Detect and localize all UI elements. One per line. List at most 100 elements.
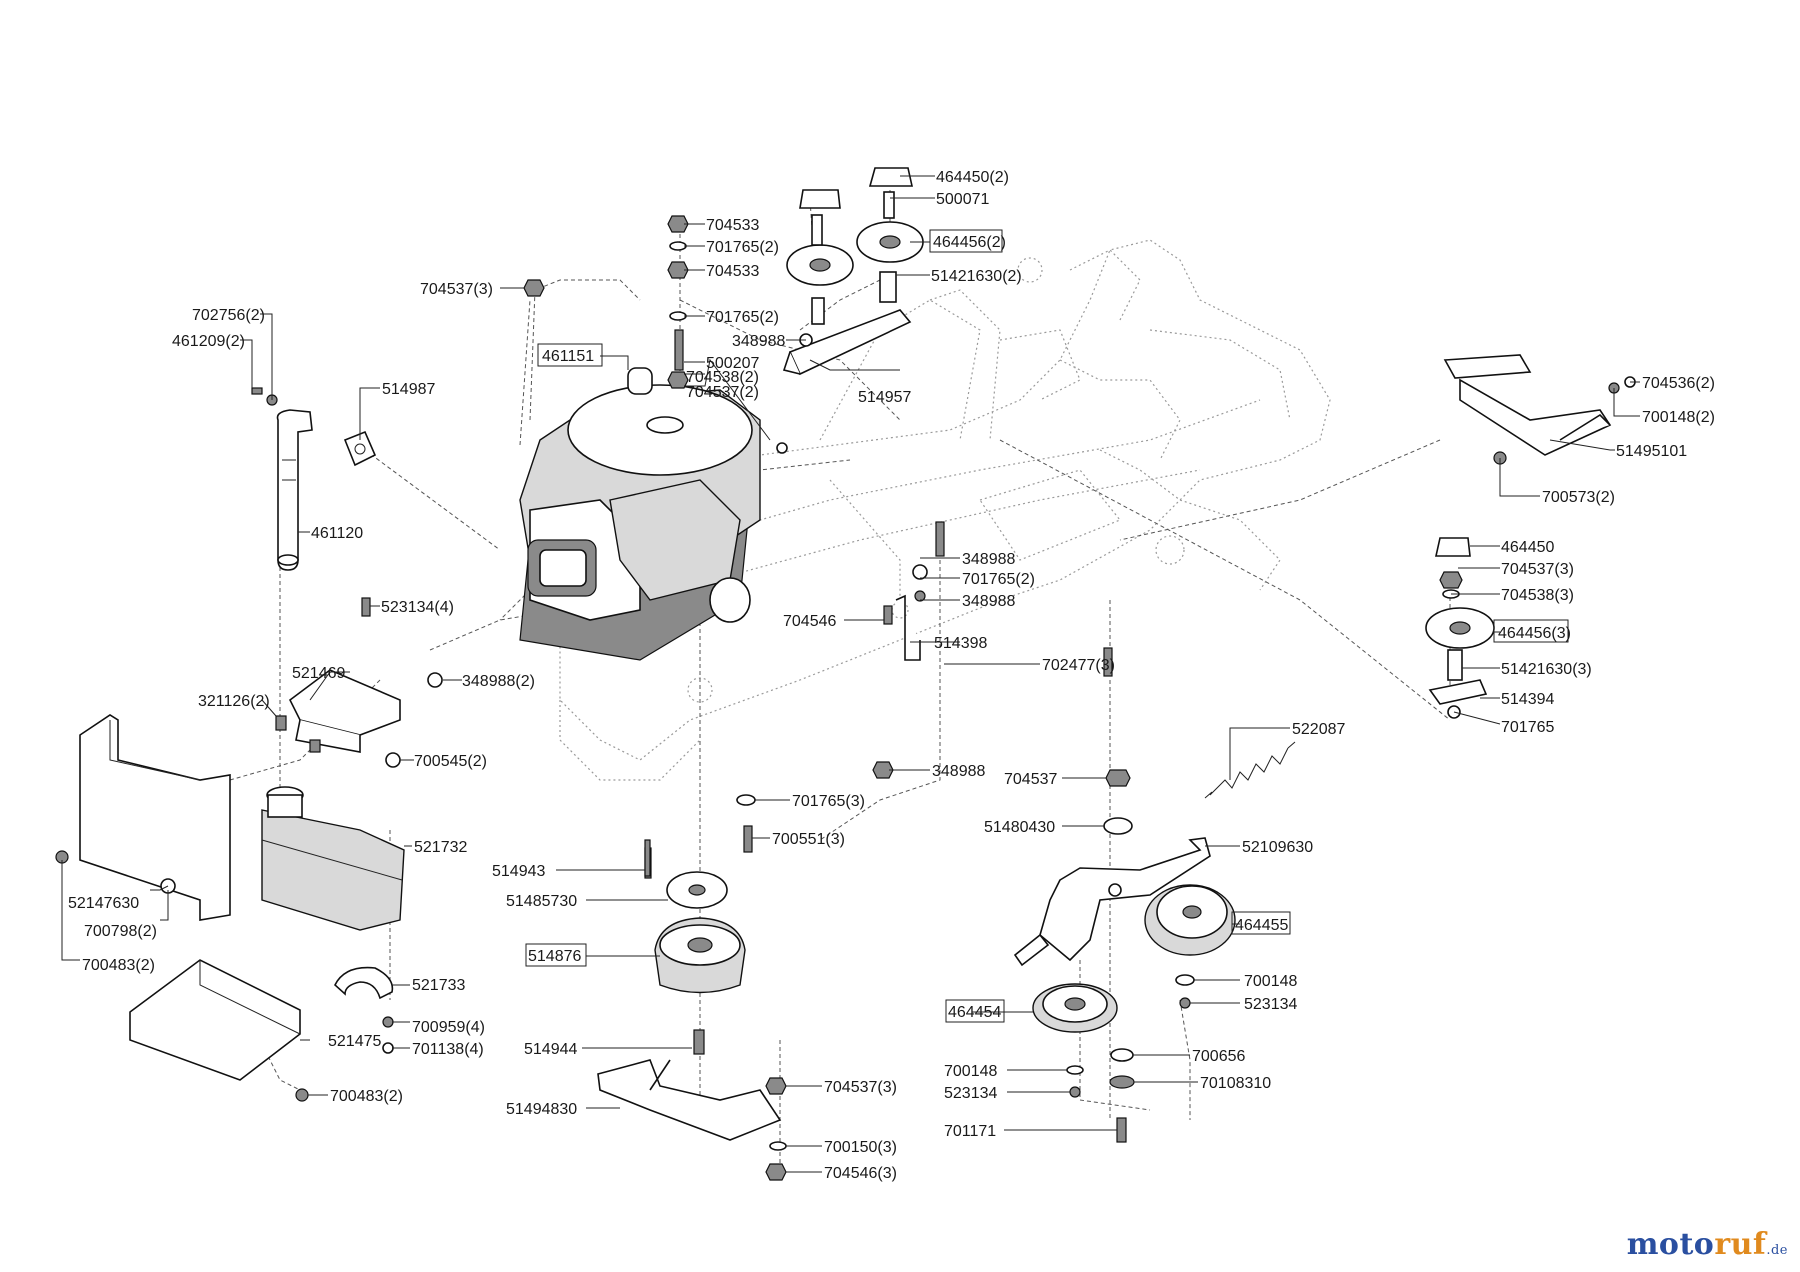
part-label: 52147630 bbox=[68, 895, 139, 912]
part-label: 700148(2) bbox=[1642, 409, 1715, 426]
part-label: 500207 bbox=[706, 355, 759, 372]
part-label: 700148 bbox=[944, 1063, 997, 1080]
part-label: 464455 bbox=[1235, 917, 1288, 934]
part-label: 702477(3) bbox=[1042, 657, 1115, 674]
part-label: 70108310 bbox=[1200, 1075, 1271, 1092]
bracket-521469 bbox=[275, 597, 443, 768]
part-label: 514957 bbox=[858, 389, 911, 406]
part-label: 700959(4) bbox=[412, 1019, 485, 1036]
shield-521475 bbox=[129, 959, 309, 1102]
part-label: 521469 bbox=[292, 665, 345, 682]
part-label: 514987 bbox=[382, 381, 435, 398]
part-label: 51494830 bbox=[506, 1101, 577, 1118]
fasteners-lower-right bbox=[1109, 1048, 1135, 1143]
engine-461151 bbox=[519, 367, 761, 661]
part-label: 704537 bbox=[1004, 771, 1057, 788]
part-label: 700551(3) bbox=[772, 831, 845, 848]
part-label: 514943 bbox=[492, 863, 545, 880]
part-label: 701765(2) bbox=[706, 239, 779, 256]
part-label: 704546 bbox=[783, 613, 836, 630]
gasket-514987 bbox=[343, 430, 377, 467]
part-label: 51421630(2) bbox=[931, 268, 1022, 285]
screw-set-exhaust bbox=[251, 387, 278, 406]
part-label: 464456(2) bbox=[933, 234, 1006, 251]
part-label: 700483(2) bbox=[82, 957, 155, 974]
part-label: 700148 bbox=[1244, 973, 1297, 990]
part-label: 348988 bbox=[932, 763, 985, 780]
part-label: 704533 bbox=[706, 263, 759, 280]
part-label: 704533 bbox=[706, 217, 759, 234]
part-label: 461209(2) bbox=[172, 333, 245, 350]
logo-text: motoruf bbox=[1626, 1227, 1767, 1262]
part-label: 700483(2) bbox=[330, 1088, 403, 1105]
part-label: 702756(2) bbox=[192, 307, 265, 324]
pulley-assembly-right bbox=[1425, 537, 1495, 719]
part-label: 348988 bbox=[962, 593, 1015, 610]
part-label: 464450(2) bbox=[936, 169, 1009, 186]
part-label: 464454 bbox=[948, 1004, 1001, 1021]
muffler-521732 bbox=[261, 786, 405, 931]
part-label: 701765 bbox=[1501, 719, 1554, 736]
part-label: 348988(2) bbox=[462, 673, 535, 690]
bracket-514957 bbox=[782, 297, 912, 376]
part-label: 701765(2) bbox=[706, 309, 779, 326]
part-label: 348988 bbox=[962, 551, 1015, 568]
part-labels: 464450(2) 500071 704533 464456(2) 701765… bbox=[68, 169, 1715, 1182]
exhaust-pipe-461120 bbox=[276, 409, 313, 571]
part-label: 704536(2) bbox=[1642, 375, 1715, 392]
part-label: 521732 bbox=[414, 839, 467, 856]
idler-pulley-top-left bbox=[786, 189, 854, 286]
part-label: 52109630 bbox=[1242, 839, 1313, 856]
part-label: 704538(2) bbox=[686, 369, 759, 386]
part-label: 704538(3) bbox=[1501, 587, 1574, 604]
part-label: 701171 bbox=[944, 1123, 996, 1140]
part-label: 701765(2) bbox=[962, 571, 1035, 588]
part-label: 514398 bbox=[934, 635, 987, 652]
part-label: 704537(2) bbox=[686, 384, 759, 401]
fasteners-lower-center bbox=[736, 794, 756, 853]
part-label: 522087 bbox=[1292, 721, 1345, 738]
part-label: 321126(2) bbox=[198, 693, 270, 710]
clutch-514876 bbox=[654, 917, 746, 1055]
part-label: 51480430 bbox=[984, 819, 1055, 836]
part-label: 523134 bbox=[944, 1085, 997, 1102]
part-label: 514876 bbox=[528, 948, 581, 965]
leader-lines bbox=[61, 175, 1640, 1173]
part-label: 521475 bbox=[328, 1033, 381, 1050]
part-label: 704537(3) bbox=[420, 281, 493, 298]
part-label: 700545(2) bbox=[414, 753, 487, 770]
heat-shield-52147630 bbox=[55, 714, 231, 921]
tension-arm-52109630 bbox=[1013, 837, 1211, 967]
idler-pulley-464456 bbox=[856, 167, 924, 303]
part-label: 51495101 bbox=[1616, 443, 1687, 460]
part-label: 523134 bbox=[1244, 996, 1297, 1013]
label-boxes bbox=[525, 229, 1569, 1023]
part-label: 704537(3) bbox=[1501, 561, 1574, 578]
part-label: 704537(3) bbox=[824, 1079, 897, 1096]
part-label: 700573(2) bbox=[1542, 489, 1615, 506]
part-label: 464456(3) bbox=[1498, 625, 1571, 642]
idler-pulley-464455 bbox=[1144, 884, 1236, 1009]
part-label: 51421630(3) bbox=[1501, 661, 1592, 678]
part-label: 461120 bbox=[311, 525, 363, 542]
bracket-51494830 bbox=[597, 1059, 787, 1181]
part-label: 348988 bbox=[732, 333, 785, 350]
bushing-51480430 bbox=[1103, 769, 1133, 835]
pulley-51485730 bbox=[644, 847, 728, 909]
part-label: 700798(2) bbox=[84, 923, 157, 940]
part-label: 51485730 bbox=[506, 893, 577, 910]
logo-accent: ruf bbox=[1714, 1227, 1767, 1262]
part-label: 704546(3) bbox=[824, 1165, 897, 1182]
part-label: 500071 bbox=[936, 191, 989, 208]
fasteners-engine-mount bbox=[872, 521, 1113, 779]
motoruf-logo[interactable]: motoruf.de bbox=[1627, 1227, 1788, 1262]
part-label: 461151 bbox=[542, 348, 594, 365]
key-514943 bbox=[644, 839, 651, 877]
bracket-51495101 bbox=[1443, 354, 1636, 465]
spring-522087 bbox=[1204, 741, 1296, 799]
part-label: 701138(4) bbox=[412, 1041, 484, 1058]
logo-domain: .de bbox=[1766, 1243, 1788, 1258]
part-label: 700150(3) bbox=[824, 1139, 897, 1156]
part-label: 701765(3) bbox=[792, 793, 865, 810]
